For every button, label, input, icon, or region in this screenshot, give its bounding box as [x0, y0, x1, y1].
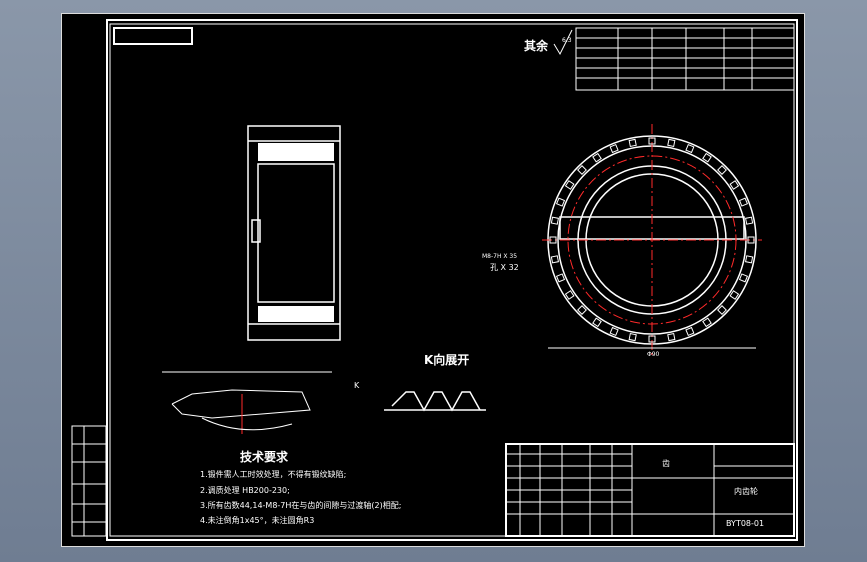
- bolt-hole: [648, 335, 656, 343]
- bolt-hole: [564, 290, 575, 300]
- bolt-hole: [648, 137, 656, 145]
- gear-front-view-centerlines: [542, 124, 762, 356]
- bolt-hole: [609, 326, 619, 337]
- bolt-hole: [738, 273, 749, 283]
- top-left-box: [113, 27, 193, 45]
- inner-frame-2: [109, 23, 795, 537]
- hole-note-2: 孔 X 32: [490, 263, 519, 272]
- tech-req-1: 1.锻件需人工时效处理，不得有锻纹缺陷;: [200, 469, 346, 479]
- diameter-dim: Φ90: [647, 351, 660, 358]
- view-label: K向展开: [424, 352, 469, 367]
- tooth-detail-view: [162, 371, 332, 434]
- bolt-hole: [555, 273, 566, 283]
- bolt-hole: [744, 255, 754, 264]
- tech-title: 技术要求: [240, 449, 289, 464]
- bolt-hole: [609, 143, 619, 154]
- bolt-hole: [550, 255, 560, 264]
- cad-drawing: 其余 6.3 M8-7H X 35 孔 X 32 Φ90 K向展开: [71, 19, 798, 541]
- bolt-hole: [628, 138, 637, 148]
- bolt-hole: [729, 290, 740, 300]
- bolt-hole: [702, 317, 712, 328]
- bolt-hole: [685, 326, 695, 337]
- bolt-hole: [577, 305, 587, 315]
- tech-req-3: 3.所有齿数44,14-M8-7H在与齿的间隙与过渡轴(2)相配;: [200, 500, 401, 510]
- bolt-hole: [555, 197, 566, 207]
- tech-req-2: 2.调质处理 HB200-230;: [200, 485, 290, 495]
- title-block: [505, 443, 795, 537]
- hole-note-1: M8-7H X 35: [482, 253, 517, 260]
- bolt-hole: [667, 138, 676, 148]
- bolt-hole: [549, 236, 557, 244]
- roughness-symbol: [553, 29, 573, 56]
- bolt-hole: [702, 152, 712, 163]
- tech-req-4: 4.未注倒角1x45°，未注圆角R3: [200, 515, 314, 525]
- bolt-hole: [592, 152, 602, 163]
- roughness-note: 其余: [524, 38, 549, 53]
- bolt-hole: [592, 317, 602, 328]
- bolt-hole: [685, 143, 695, 154]
- bolt-hole: [717, 305, 727, 315]
- left-revision-table: [71, 425, 107, 537]
- drawing-number: BYT08-01: [726, 519, 764, 528]
- bolt-hole: [744, 216, 754, 225]
- k-view-teeth: [384, 391, 486, 412]
- gear-parameter-table: [575, 27, 795, 91]
- bolt-hole: [577, 165, 587, 175]
- bolt-hole: [738, 197, 749, 207]
- roughness-value: 6.3: [562, 37, 572, 44]
- inner-frame: [106, 19, 798, 541]
- drawing-name: 内齿轮: [734, 486, 758, 496]
- drawing-sheet: 其余 6.3 M8-7H X 35 孔 X 32 Φ90 K向展开: [61, 13, 805, 547]
- part-name: 齿: [662, 459, 670, 468]
- bolt-hole: [667, 332, 676, 342]
- bolt-hole: [628, 332, 637, 342]
- bolt-hole: [550, 216, 560, 225]
- bolt-hole: [717, 165, 727, 175]
- bolt-holes: [549, 137, 755, 343]
- bolt-hole: [747, 236, 755, 244]
- bolt-hole: [729, 180, 740, 190]
- section-view: [247, 125, 341, 341]
- section-marker: K: [354, 381, 360, 390]
- bolt-hole: [564, 180, 575, 190]
- hatched-teeth: [258, 143, 334, 322]
